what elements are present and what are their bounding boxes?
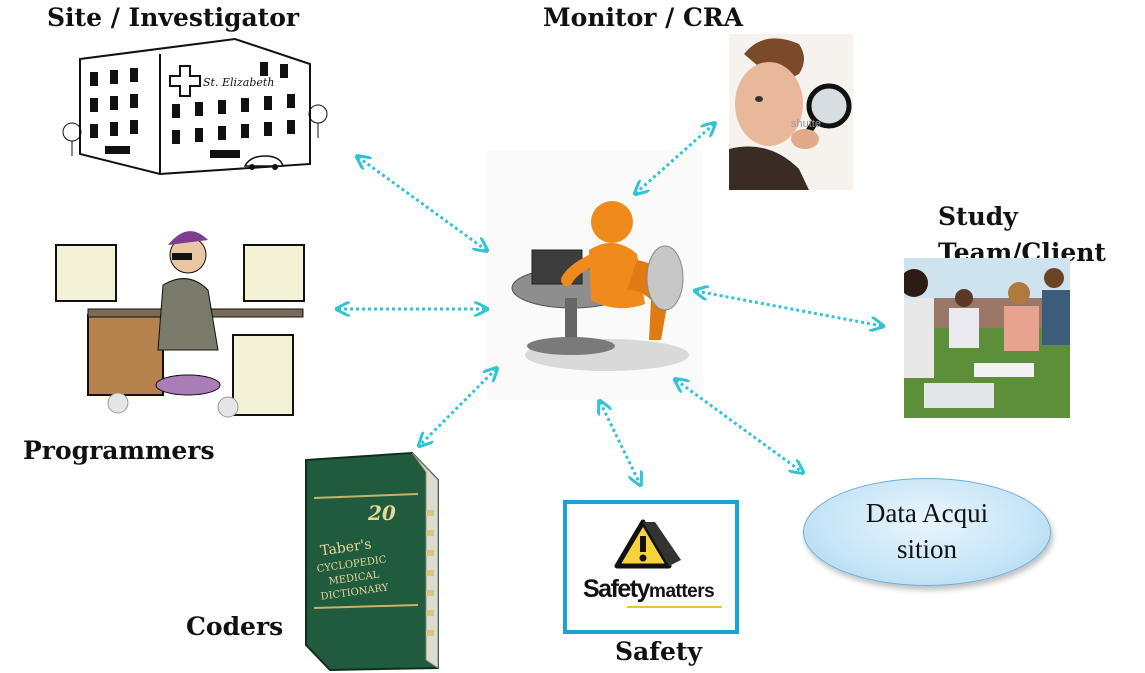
warning-sign-icon (614, 519, 681, 569)
book-title-line1: Taber's (319, 536, 372, 559)
connector-study-team (696, 291, 882, 326)
site-investigator-label: Site / Investigator (47, 3, 300, 32)
monitor-cra-label: Monitor / CRA (543, 3, 744, 32)
connector-safety (600, 402, 640, 484)
programmers-illustration (48, 225, 336, 425)
hospital-sign-text: St. Elizabeth (203, 76, 274, 89)
safety-matters-text: Safetymatters (583, 575, 715, 603)
connector-coders (420, 369, 496, 445)
data-acquisition-node: Data Acquisition (803, 478, 1051, 586)
monitor-magnifier-photo: shutte (729, 34, 853, 190)
safety-matters-box: Safetymatters (563, 500, 739, 634)
book-volume-number: 20 (367, 501, 396, 525)
watermark-text: shutte (791, 118, 821, 130)
connector-site (358, 157, 486, 250)
safety-label: Safety (615, 637, 702, 666)
medical-dictionary-book: 20 Taber's CYCLOPEDIC MEDICAL DICTIONARY (305, 451, 439, 672)
central-hub-figure (487, 150, 702, 400)
study-team-label-line1: Study (938, 202, 1018, 231)
data-acquisition-label: Data Acquisition (865, 498, 989, 564)
programmers-label: Programmers (23, 436, 215, 465)
hospital-illustration: St. Elizabeth (62, 37, 328, 176)
connector-data-acquisition (676, 380, 802, 472)
study-team-photo (904, 258, 1070, 418)
coders-label: Coders (186, 612, 284, 641)
safety-underline (627, 606, 722, 608)
connector-monitor (636, 124, 714, 193)
